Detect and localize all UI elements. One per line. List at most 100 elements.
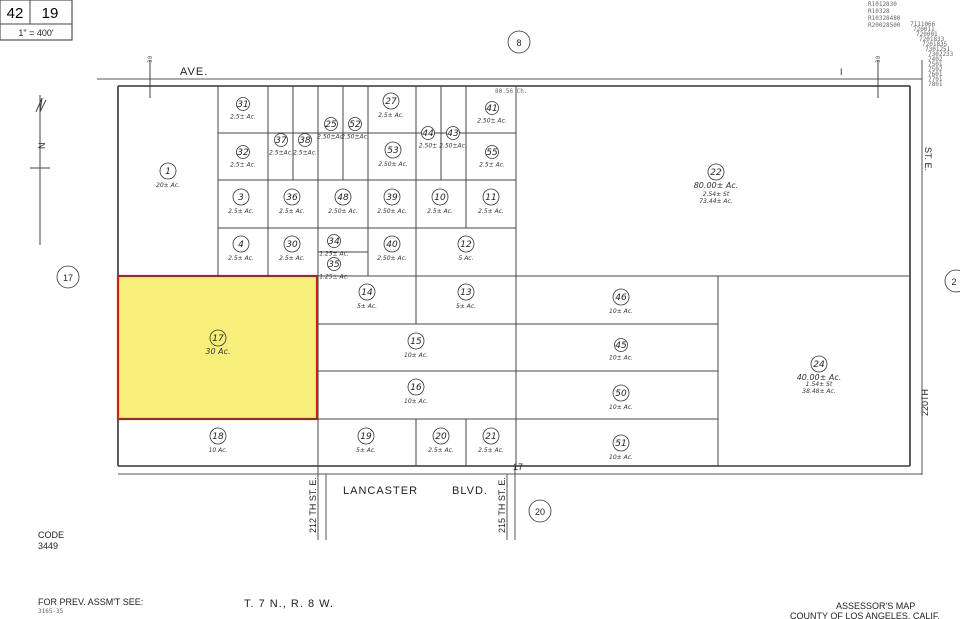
parcel-number: 3: [238, 193, 244, 203]
parcel-21[interactable]: 212.5± Ac.: [478, 427, 504, 454]
parcel-area: 2.5± Ac.: [279, 208, 305, 215]
parcel-number: 25: [325, 120, 337, 130]
parcel-circle: [810, 355, 828, 373]
top-right-number: 7201835: [922, 41, 948, 48]
parcel-area: 5 Ac.: [458, 255, 473, 262]
parcel-circle: [159, 162, 177, 180]
parcel-number: 34: [328, 237, 340, 247]
road-st-e-right: ST. E.: [923, 147, 933, 171]
parcel-circle: [232, 188, 250, 206]
parcel-number: 41: [486, 104, 497, 114]
parcel-14[interactable]: 145± Ac.: [357, 283, 377, 310]
parcel-circle: [358, 283, 376, 301]
adjacent-page-left[interactable]: 17: [56, 265, 80, 289]
parcel-48[interactable]: 482.50± Ac.: [328, 188, 358, 215]
parcel-55[interactable]: 552.5± Ac.: [479, 145, 505, 169]
parcel-area: 5± Ac.: [357, 303, 377, 310]
parcel-number: 10: [434, 193, 446, 203]
adjacent-page-right[interactable]: 2: [944, 269, 960, 293]
parcel-area: 2.5± Ac.: [230, 162, 256, 169]
parcel-31[interactable]: 312.5± Ac.: [230, 97, 256, 121]
parcel-area: 2.5± Ac.: [378, 112, 404, 119]
parcel-25[interactable]: 252.50±Ac.: [317, 117, 345, 141]
parcel-20[interactable]: 202.5± Ac.: [428, 427, 454, 454]
svg-text:17: 17: [63, 273, 73, 283]
county-label: COUNTY OF LOS ANGELES, CALIF.: [790, 611, 940, 619]
parcel-53[interactable]: 532.50± Ac.: [378, 141, 408, 168]
parcel-circle: [446, 126, 460, 140]
parcel-1[interactable]: 120± Ac.: [156, 162, 180, 189]
chain-note: 80.56 Ch.: [495, 88, 528, 95]
parcel-number: 37: [275, 136, 287, 146]
parcel-number: 18: [212, 432, 224, 442]
parcel-44[interactable]: 442.50±: [419, 126, 437, 150]
parcel-circle: [431, 188, 449, 206]
parcel-circle: [283, 188, 301, 206]
parcel-10[interactable]: 10 2.5± Ac.: [427, 188, 453, 215]
parcel-4[interactable]: 4 2.5± Ac.: [228, 235, 254, 262]
parcel-area: 10± Ac.: [609, 454, 633, 461]
parcel-27[interactable]: 272.5± Ac.: [378, 92, 404, 119]
parcel-17-highlight[interactable]: [116, 274, 319, 421]
parcel-11[interactable]: 112.5± Ac.: [478, 188, 504, 215]
parcel-34[interactable]: 341.25± Ac.: [319, 234, 349, 258]
parcel-3[interactable]: 32.5± Ac.: [228, 188, 254, 215]
parcel-32[interactable]: 322.5± Ac.: [230, 145, 256, 169]
parcel-40[interactable]: 402.50± Ac.: [377, 235, 407, 262]
parcel-number: 55: [486, 148, 498, 158]
svg-text:20: 20: [535, 507, 545, 517]
parcel-circle: [334, 188, 352, 206]
parcel-number: 43: [447, 129, 459, 139]
prev-assmt-label: FOR PREV. ASSM'T SEE:: [38, 597, 143, 607]
parcel-39[interactable]: 392.50± Ac.: [377, 188, 407, 215]
parcel-area: 30 Ac.: [205, 347, 230, 356]
book-number: 42: [7, 5, 24, 22]
parcel-19[interactable]: 195± Ac.: [356, 427, 376, 454]
parcel-circle: [707, 163, 725, 181]
parcel-35[interactable]: 351.25± Ac.: [319, 257, 349, 281]
code-label: CODE: [38, 530, 64, 540]
parcel-43[interactable]: 432.50±Ac.: [439, 126, 467, 150]
parcel-22-sub: 2.54± St: [703, 191, 730, 198]
parcel-41[interactable]: 412.50± Ac.: [477, 101, 507, 125]
parcel-37[interactable]: 372.5±Ac.: [269, 133, 293, 157]
parcel-number: 45: [615, 341, 627, 351]
parcel-area: 2.50±Ac.: [341, 134, 369, 141]
parcel-circle: [482, 427, 500, 445]
parcel-area: 1.25± Ac.: [319, 274, 349, 281]
parcel-circle: [232, 235, 250, 253]
parcel-circle: [485, 145, 499, 159]
parcel-number: 46: [615, 293, 627, 303]
parcel-12[interactable]: 125 Ac.: [457, 235, 475, 262]
township-range: T. 7 N., R. 8 W.: [244, 598, 334, 610]
adjacent-page-top[interactable]: 8: [507, 30, 531, 54]
parcel-circle: [482, 188, 500, 206]
scale-label: 1" = 400': [18, 28, 53, 38]
top-right-number: 720011: [913, 26, 935, 33]
parcel-52[interactable]: 522.50±Ac.: [341, 117, 369, 141]
parcel-area: 2.5± Ac.: [427, 208, 453, 215]
parcel-36[interactable]: 362.5± Ac.: [279, 188, 305, 215]
footer: CODE 3449 FOR PREV. ASSM'T SEE: 3165-35 …: [38, 530, 940, 619]
parcel-number: 4: [238, 240, 244, 250]
parcel-circle: [298, 133, 312, 147]
parcel-area: 2.5± Ac.: [228, 255, 254, 262]
parcel-number: 53: [387, 146, 399, 156]
parcel-13[interactable]: 135± Ac.: [456, 283, 476, 310]
parcel-30[interactable]: 302.5± Ac.: [279, 235, 305, 262]
parcel-38[interactable]: 382.5±Ac.: [293, 133, 317, 157]
parcel-area: 2.50±: [419, 143, 437, 150]
parcel-circle: [209, 329, 227, 347]
adjacent-page-bottom[interactable]: 20: [528, 499, 552, 523]
parcel-area: 2.5± Ac.: [279, 255, 305, 262]
